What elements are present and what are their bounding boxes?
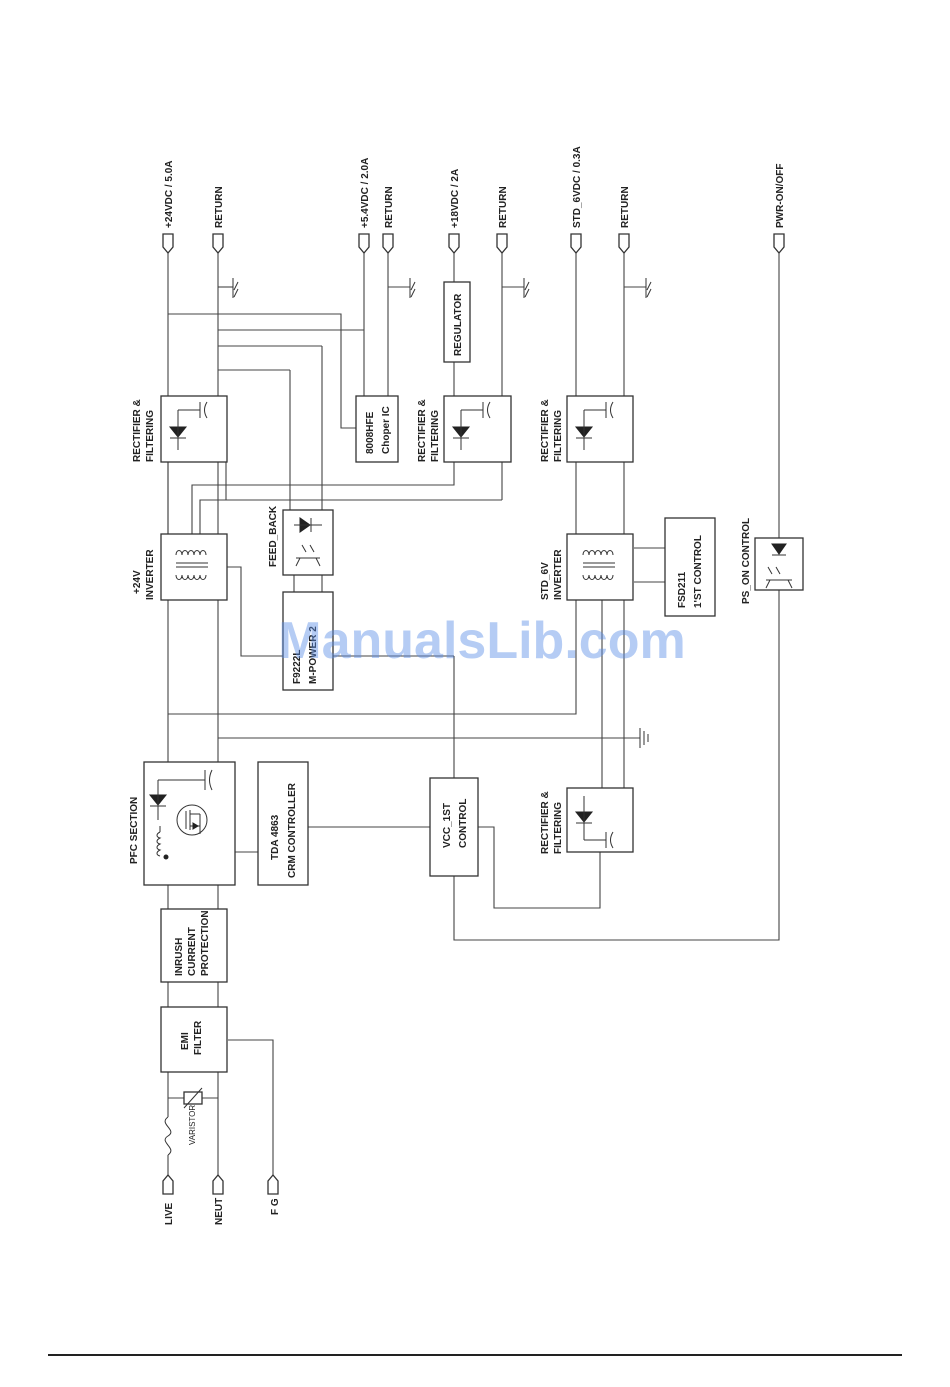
label-fg: F G (270, 1198, 281, 1215)
terminal-pwr-on-off (773, 233, 785, 255)
label-emi-2: FILTER (193, 1020, 204, 1055)
terminal-std6v-return (618, 233, 630, 255)
rectifier-vcc-block (566, 787, 634, 853)
fuse-icon (162, 1116, 174, 1156)
pfc-section-block (143, 761, 236, 886)
label-regulator: REGULATOR (453, 293, 464, 356)
label-54v-output: +5.4VDC / 2.0A (360, 158, 371, 228)
transformer-icon (582, 550, 615, 580)
ground-icon (218, 278, 239, 298)
label-54v-return: RETURN (384, 186, 395, 228)
tda4863-controller-block (257, 761, 309, 886)
label-pfc: PFC SECTION (129, 797, 140, 864)
label-rect24-2: FILTERING (145, 410, 156, 462)
label-18v-return: RETURN (498, 186, 509, 228)
footer-rule (48, 1354, 902, 1356)
label-rect18-2: FILTERING (430, 410, 441, 462)
label-std6v-return: RETURN (620, 186, 631, 228)
rectifier-18v-block (443, 395, 512, 463)
terminal-std6v (570, 233, 582, 255)
label-varistor: VARISTOR (188, 1105, 197, 1145)
chassis-ground-symbols (218, 278, 652, 748)
label-std6v-output: STD_6VDC / 0.3A (572, 146, 583, 228)
diode-icon (148, 780, 168, 820)
rectifier-std6v-block (566, 395, 634, 463)
output-terminals (162, 233, 785, 255)
input-terminals (162, 1173, 279, 1195)
choper-ic-block (355, 395, 399, 463)
label-tda-1: TDA 4863 (270, 814, 281, 860)
label-fsd-1: FSD211 (677, 571, 688, 608)
label-vcc-1: VCC_1ST (442, 803, 453, 848)
terminal-18v (448, 233, 460, 255)
label-rect-std6-1: RECTIFIER & (540, 399, 551, 462)
label-inv24-1: +24V (132, 570, 143, 594)
ground-icon (523, 278, 530, 298)
label-24v-output: +24VDC / 5.0A (164, 160, 175, 228)
label-rect-vcc-2: FILTERING (553, 802, 564, 854)
label-std6inv-1: STD_6V (540, 562, 551, 600)
label-vcc-2: CONTROL (458, 799, 469, 848)
label-rect-std6-2: FILTERING (553, 410, 564, 462)
terminal-fg (267, 1173, 279, 1195)
capacitor-icon (158, 769, 213, 791)
terminal-neut (212, 1173, 224, 1195)
label-18v-output: +18VDC / 2A (450, 169, 461, 228)
feedback-optocoupler-block (282, 509, 334, 576)
terminal-18v-return (496, 233, 508, 255)
label-live: LIVE (164, 1202, 175, 1225)
label-pwr-on-off: PWR-ON/OFF (775, 164, 786, 228)
ground-icon (409, 278, 416, 298)
label-inrush-2: CURRENT (187, 927, 198, 976)
earth-ground-icon (639, 728, 649, 748)
inrush-protection-block (160, 908, 228, 983)
label-fsd-2: 1'ST CONTROL (693, 535, 704, 608)
transformer-icon (175, 550, 208, 580)
rectifier-24v-block (160, 395, 228, 463)
ps-on-optocoupler-block (754, 537, 804, 591)
label-f9222-1: F9222L (292, 650, 303, 684)
label-ps-on: PS_ON CONTROL (741, 518, 752, 604)
label-rect-vcc-1: RECTIFIER & (540, 791, 551, 854)
vcc-1st-control-block (429, 777, 479, 877)
fsd211-control-block (664, 517, 716, 617)
diode-icon (168, 401, 208, 450)
terminal-54v (358, 233, 370, 255)
label-feedback: FEED_BACK (268, 505, 279, 567)
terminal-54v-return (382, 233, 394, 255)
label-choper-2: Choper IC (381, 406, 392, 454)
wiring (167, 252, 780, 1180)
inductor-icon (156, 826, 169, 860)
labels: +24VDC / 5.0A RETURN +5.4VDC / 2.0A RETU… (129, 146, 786, 1225)
f9222l-mpower2-block (282, 591, 334, 691)
regulator-block (443, 281, 471, 363)
label-f9222-2: M-POWER 2 (308, 626, 319, 684)
label-inrush-1: INRUSH (174, 938, 185, 976)
label-rect18-1: RECTIFIER & (417, 399, 428, 462)
mosfet-icon (176, 804, 208, 836)
ground-icon (645, 278, 652, 298)
inverter-24v-block (160, 533, 228, 601)
varistor-icon (168, 1087, 218, 1109)
label-24v-return: RETURN (214, 186, 225, 228)
inverter-std6v-block (566, 533, 634, 601)
label-emi-1: EMI (180, 1032, 191, 1050)
label-std6inv-2: INVERTER (553, 549, 564, 600)
label-inv24-2: INVERTER (145, 549, 156, 600)
label-tda-2: CRM CONTROLLER (287, 782, 298, 878)
label-choper-1: 8008HFE (365, 411, 376, 454)
terminal-24v (162, 233, 174, 255)
emi-filter-block (160, 1006, 228, 1073)
label-rect24-1: RECTIFIER & (132, 399, 143, 462)
label-inrush-3: PROTECTION (200, 910, 211, 976)
terminal-24v-return (212, 233, 224, 255)
label-neut: NEUT (214, 1198, 225, 1225)
terminal-live (162, 1173, 174, 1195)
watermark: ManualsLib.com (278, 612, 685, 670)
